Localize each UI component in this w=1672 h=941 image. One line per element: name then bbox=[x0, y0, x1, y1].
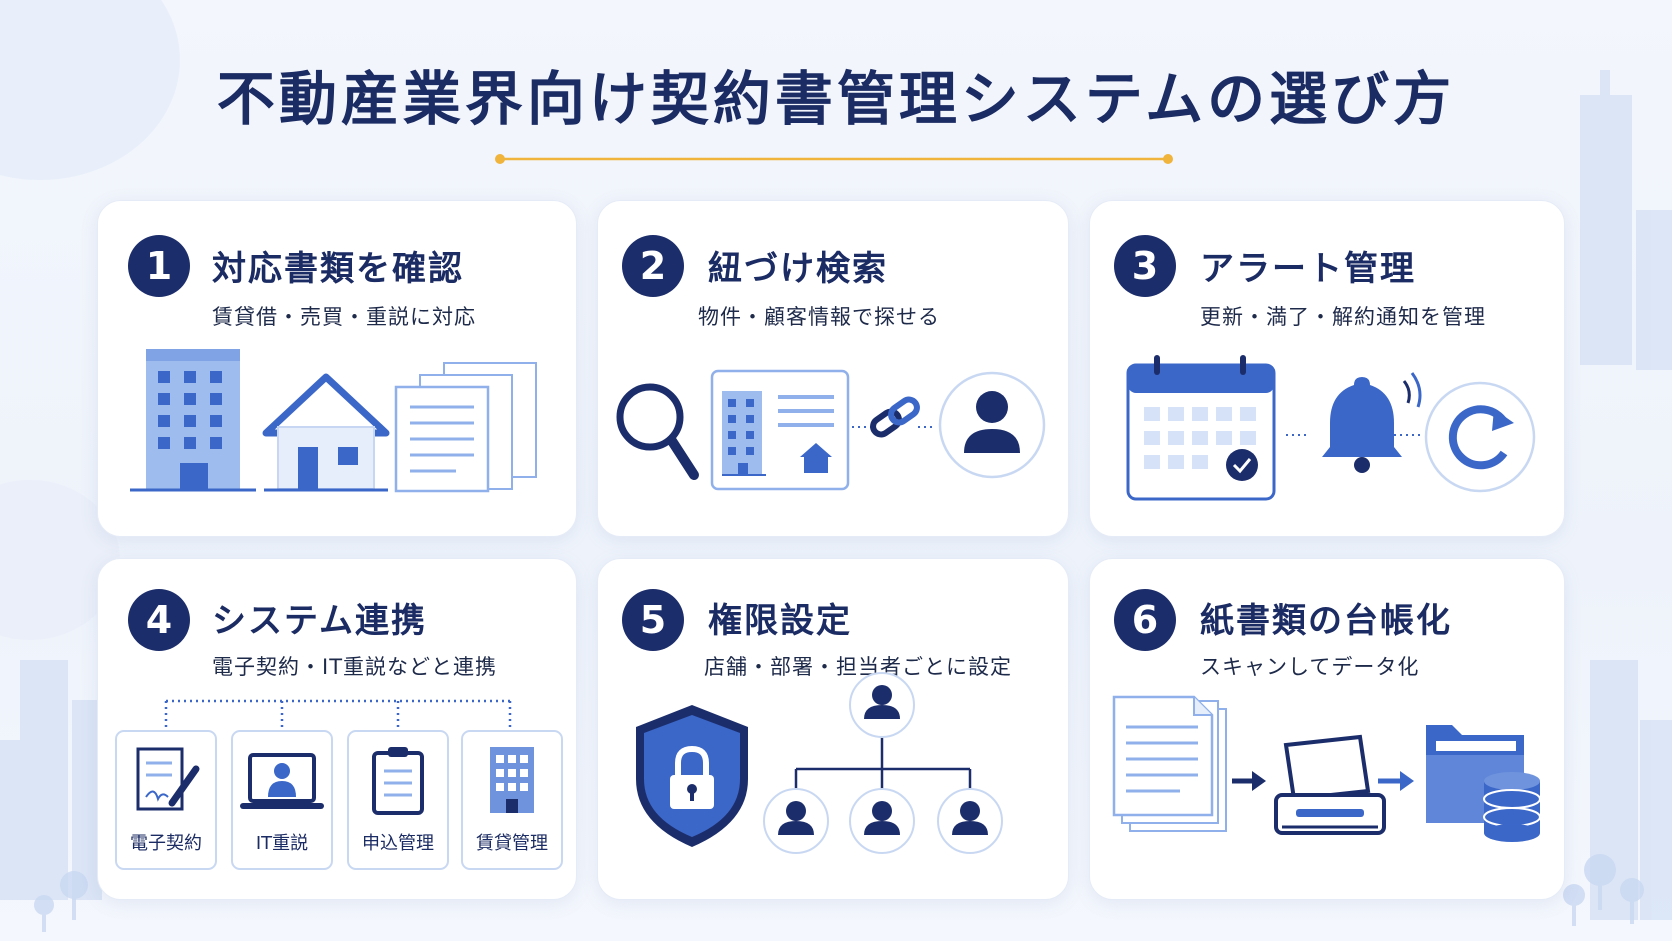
documents-icon bbox=[394, 362, 537, 493]
integration-tile-label: 申込管理 bbox=[362, 833, 434, 854]
refresh-icon bbox=[1424, 381, 1536, 493]
link-icon bbox=[870, 396, 920, 438]
card-permission-settings: 5 権限設定 店舗・部署・担当者ごとに設定 bbox=[597, 558, 1069, 900]
step-number-badge: 5 bbox=[622, 589, 684, 651]
house-icon bbox=[262, 373, 390, 492]
step-number-badge: 4 bbox=[128, 589, 190, 651]
card-subtitle: 更新・満了・解約通知を管理 bbox=[1200, 305, 1486, 329]
card-title: 権限設定 bbox=[708, 601, 852, 641]
paper-document-icon bbox=[1112, 695, 1227, 832]
card-title: アラート管理 bbox=[1200, 249, 1416, 289]
card-subtitle: 賃貸借・売買・重説に対応 bbox=[212, 305, 476, 329]
card-linked-search: 2 紐づけ検索 物件・顧客情報で探せる bbox=[597, 200, 1069, 537]
shield-lock-icon bbox=[636, 705, 748, 847]
office-building-icon bbox=[130, 349, 256, 492]
folder-database-icon bbox=[1426, 725, 1541, 842]
rental-building-icon bbox=[490, 747, 534, 813]
card-subtitle: スキャンしてデータ化 bbox=[1200, 655, 1420, 679]
card-title: 紙書類の台帳化 bbox=[1200, 601, 1452, 641]
magnifier-icon bbox=[616, 383, 699, 480]
arrow-right-icon bbox=[1232, 771, 1266, 791]
customer-icon bbox=[938, 371, 1046, 479]
integration-tile-label: IT重説 bbox=[255, 833, 309, 854]
card-title: システム連携 bbox=[212, 601, 427, 641]
integration-connector bbox=[164, 699, 512, 727]
card-subtitle: 電子契約・IT重説などと連携 bbox=[212, 655, 498, 679]
card-title: 対応書類を確認 bbox=[212, 249, 464, 289]
card-alert-management: 3 アラート管理 更新・満了・解約通知を管理 bbox=[1089, 200, 1565, 537]
arrow-right-icon bbox=[1378, 771, 1414, 791]
database-icon bbox=[1483, 772, 1541, 842]
calendar-icon bbox=[1126, 355, 1276, 501]
step-number-badge: 6 bbox=[1114, 589, 1176, 651]
step-number-badge: 2 bbox=[622, 235, 684, 297]
scanner-icon bbox=[1274, 734, 1386, 835]
clipboard-icon bbox=[372, 747, 424, 815]
card-supported-documents: 1 対応書類を確認 賃貸借・売買・重説に対応 bbox=[97, 200, 577, 537]
page-title: 不動産業界向け契約書管理システムの選び方 bbox=[216, 65, 1456, 133]
card-title: 紐づけ検索 bbox=[708, 249, 888, 289]
bell-icon bbox=[1322, 372, 1422, 473]
e-contract-icon bbox=[136, 747, 200, 811]
step-number-badge: 3 bbox=[1114, 235, 1176, 297]
online-meeting-icon bbox=[240, 753, 324, 809]
property-record-icon bbox=[710, 369, 850, 491]
card-subtitle: 物件・顧客情報で探せる bbox=[698, 305, 940, 329]
org-chart-icon bbox=[763, 672, 1003, 854]
card-paper-digitization: 6 紙書類の台帳化 スキャンしてデータ化 bbox=[1089, 558, 1565, 900]
card-subtitle: 店舗・部署・担当者ごとに設定 bbox=[704, 655, 1012, 679]
integration-tile-label: 電子契約 bbox=[130, 833, 202, 854]
step-number-badge: 1 bbox=[128, 235, 190, 297]
card-system-integration: 4 システム連携 電子契約・IT重説などと連携 bbox=[97, 558, 577, 900]
title-divider bbox=[495, 154, 1173, 164]
integration-tile-label: 賃貸管理 bbox=[476, 833, 548, 854]
